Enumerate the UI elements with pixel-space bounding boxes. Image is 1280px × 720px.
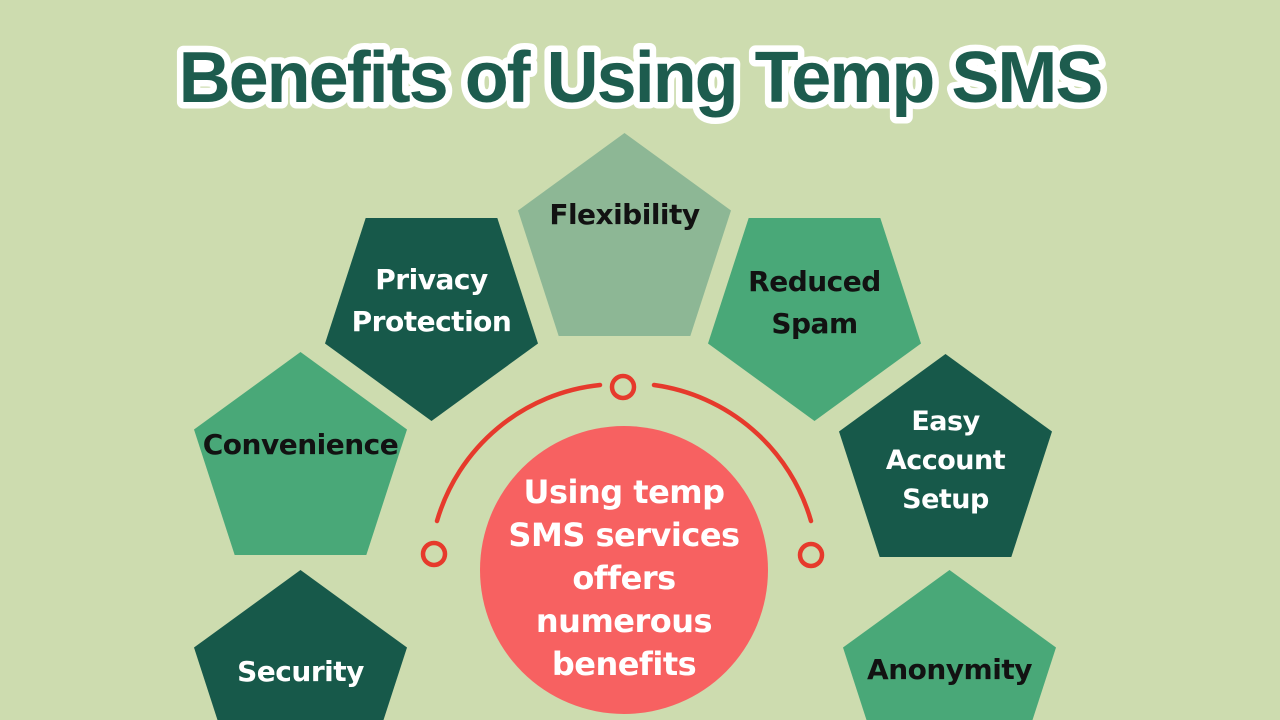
benefit-label: Convenience: [203, 424, 399, 466]
benefit-label-line: Easy: [911, 406, 980, 437]
benefit-label: Security: [237, 651, 364, 693]
benefit-label: Privacy Protection: [352, 259, 512, 343]
benefit-pentagon-easy-account-setup: Easy Account Setup: [839, 354, 1052, 557]
page-title: Benefits of Using Temp SMS: [179, 38, 1102, 118]
page-title-svg: Benefits of Using Temp SMS: [172, 32, 1110, 125]
benefit-label-line: Protection: [351, 305, 512, 338]
benefit-label-line: Privacy: [375, 263, 488, 296]
center-text-line: SMS services: [508, 515, 740, 554]
center-text-line: benefits: [551, 644, 697, 683]
center-text-line: offers: [572, 558, 676, 597]
benefit-label-line: Account: [885, 445, 1006, 476]
arc-ring-top: [609, 373, 637, 401]
benefit-pentagon-convenience: Convenience: [194, 352, 407, 555]
benefit-label: Reduced Spam: [748, 261, 881, 345]
benefit-label-line: Security: [237, 654, 364, 688]
benefit-label: Anonymity: [867, 649, 1032, 691]
benefit-label: Easy Account Setup: [885, 402, 1006, 519]
center-text-line: Using temp: [523, 472, 725, 511]
benefit-pentagon-reduced-spam: Reduced Spam: [708, 218, 921, 421]
benefit-pentagon-security: Security: [194, 570, 407, 720]
arc-ring-right: [797, 541, 825, 569]
benefit-label: Flexibility: [549, 194, 700, 236]
benefit-label-line: Anonymity: [867, 652, 1032, 686]
center-text-line: numerous: [535, 601, 713, 640]
center-summary-circle: Using temp SMS services offers numerous …: [480, 426, 768, 714]
benefit-label-line: Reduced: [748, 264, 881, 298]
benefit-pentagon-anonymity: Anonymity: [843, 570, 1056, 720]
benefit-label-line: Convenience: [202, 427, 399, 461]
benefit-label-line: Flexibility: [549, 197, 700, 231]
arc-ring-left: [420, 540, 448, 568]
benefit-pentagon-flexibility: Flexibility: [518, 133, 731, 336]
center-summary-text: Using temp SMS services offers numerous …: [508, 471, 740, 686]
benefit-pentagon-privacy-protection: Privacy Protection: [325, 218, 538, 421]
benefit-label-line: Spam: [771, 306, 858, 340]
benefit-label-line: Setup: [902, 484, 989, 515]
